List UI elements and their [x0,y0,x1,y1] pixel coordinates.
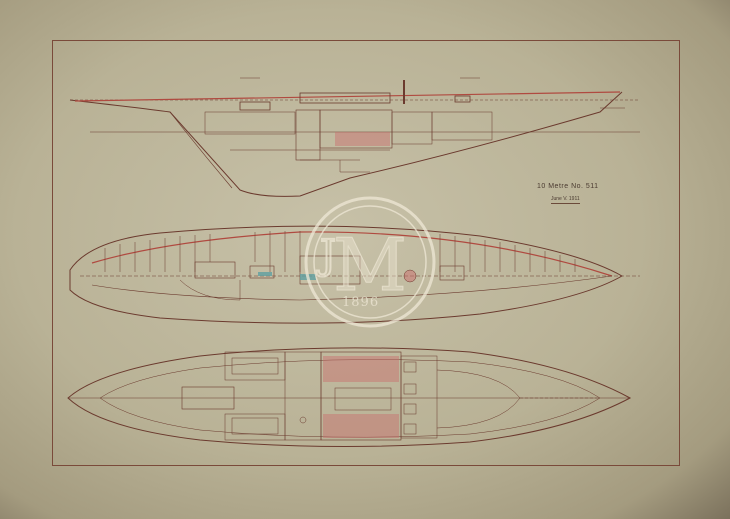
deck-plan-view [69,225,640,324]
watermark-seal: M J [304,196,436,328]
drawing-border [52,40,680,466]
profile-view [69,77,640,197]
plan-date: June V. 1911 [551,196,580,204]
accommodation-plan-view [67,347,632,448]
watermark-year: 1896 [342,295,380,310]
svg-text:M: M [333,223,407,307]
plan-title: 10 Metre No. 511 [537,183,599,190]
svg-text:J: J [316,232,336,278]
